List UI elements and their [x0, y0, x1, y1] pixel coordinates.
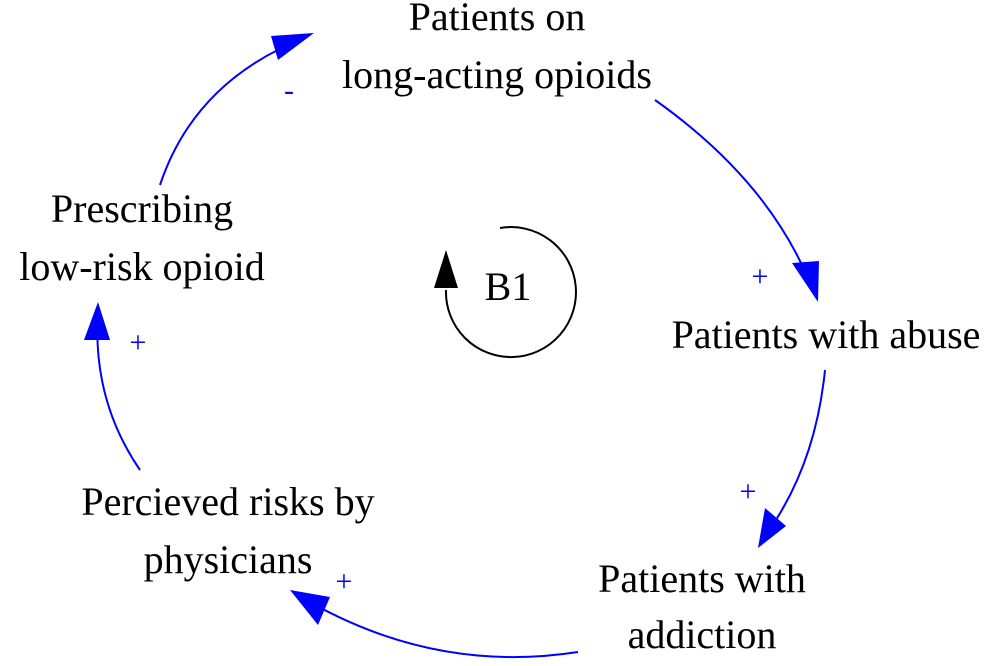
- link-addiction-to-perceived: [295, 593, 579, 659]
- polarity-sign: +: [752, 260, 769, 293]
- polarity-sign: +: [740, 475, 757, 508]
- node-label: physicians: [144, 537, 313, 582]
- node-label: addiction: [628, 612, 777, 657]
- node-label: Percieved risks by: [81, 479, 374, 524]
- loop-circle-arc: [444, 226, 577, 359]
- arrowhead-perceived: [290, 590, 330, 625]
- polarity-sign: +: [130, 326, 147, 359]
- node-patients-with-addiction: Patients with addiction: [598, 556, 806, 657]
- polarity-sign: -: [284, 74, 294, 107]
- arrowhead-prescribing: [84, 302, 110, 340]
- node-label: low-risk opioid: [19, 244, 265, 289]
- loop-label: B1: [485, 264, 532, 309]
- node-prescribing-low-risk-opioid: Prescribing low-risk opioid: [19, 186, 265, 289]
- loop-arrowhead: [434, 250, 458, 288]
- arrowhead-long-acting: [271, 33, 314, 60]
- loop-marker-b1: B1: [434, 226, 577, 359]
- polarity-sign: +: [336, 565, 353, 598]
- node-perceived-risks-by-physicians: Percieved risks by physicians: [81, 479, 374, 582]
- node-label: Prescribing: [51, 186, 233, 231]
- node-label: Patients on: [409, 0, 586, 39]
- node-label: long-acting opioids: [342, 52, 652, 97]
- node-patients-on-long-acting-opioids: Patients on long-acting opioids: [342, 0, 652, 97]
- node-patients-with-abuse: Patients with abuse: [672, 312, 981, 357]
- arrowhead-addiction: [758, 508, 786, 548]
- link-prescribing-to-long-acting: [159, 36, 308, 186]
- link-long-acting-to-abuse: [654, 99, 816, 297]
- arrowhead-abuse: [792, 261, 819, 302]
- node-label: Patients with abuse: [672, 312, 981, 357]
- node-label: Patients with: [598, 556, 806, 601]
